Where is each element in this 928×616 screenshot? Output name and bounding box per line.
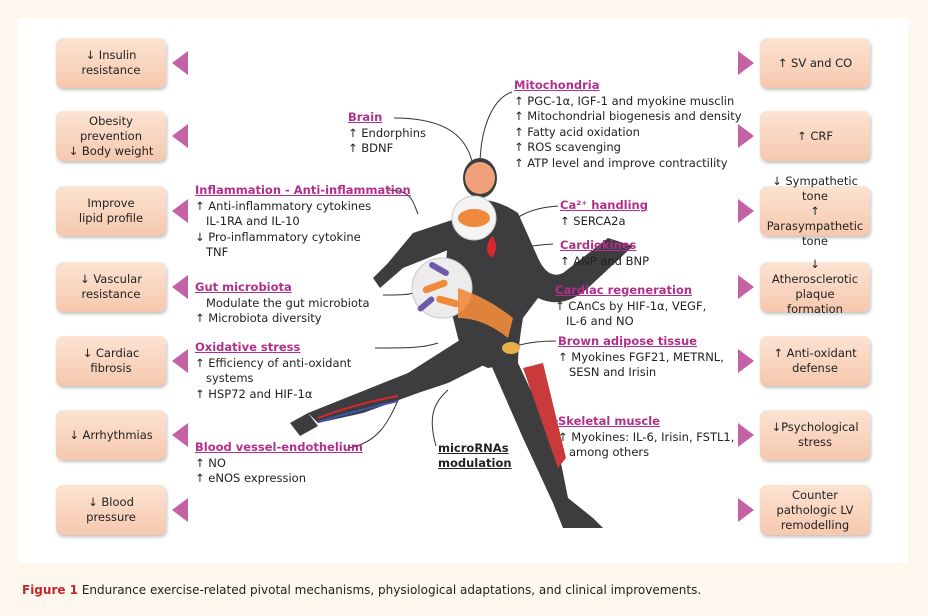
section-title: Cardiokines — [560, 238, 637, 252]
left-arrow-icon — [172, 124, 188, 148]
right-box-atherosclerotic-plaque: ↓ Atherosclerotic plaque formation — [760, 257, 870, 316]
left-box-cardiac-fibrosis: ↓ Cardiac fibrosis — [56, 336, 166, 386]
section-mitochondria: Mitochondria ↑ PGC-1α, IGF-1 and myokine… — [514, 78, 742, 170]
blood-vessel-blue — [317, 400, 399, 423]
section-brain: Brain ↑ Endorphins ↑ BDNF — [348, 110, 426, 155]
connector-vessel — [347, 395, 401, 449]
section-cardiokines: Cardiokines ↑ ANP and BNP — [560, 238, 650, 268]
left-box-insulin-resistance: ↓ Insulin resistance — [56, 38, 166, 88]
right-box-crf: ↑ CRF — [760, 111, 870, 161]
right-arrow-icon — [738, 124, 754, 148]
section-calcium-handling: Ca²⁺ handling ↑ SERCA2a — [560, 198, 648, 228]
section-title: Inflammation - Anti-inflammation — [195, 183, 411, 197]
mitochondrion-shape — [458, 209, 490, 227]
figure-caption: Figure 1 Endurance exercise-related pivo… — [22, 583, 701, 597]
section-inflammation: Inflammation - Anti-inflammation ↑ Anti-… — [195, 183, 411, 259]
brain-highlight — [465, 162, 495, 194]
right-box-sv-co: ↑ SV and CO — [760, 38, 870, 88]
connector-inflammation — [387, 189, 419, 215]
section-title: Brain — [348, 110, 383, 124]
right-arrow-icon — [738, 349, 754, 373]
connector-mitochondria — [479, 91, 513, 167]
section-title: Mitochondria — [514, 78, 600, 92]
connector-mirna — [431, 389, 449, 447]
bacteria-purple — [417, 262, 449, 312]
left-box-obesity-prevention: Obesity prevention ↓ Body weight — [56, 111, 166, 161]
left-arrow-icon — [172, 349, 188, 373]
section-title: Ca²⁺ handling — [560, 198, 648, 212]
right-box-psychological-stress: ↓Psychological stress — [760, 410, 870, 460]
left-arrow-icon — [172, 51, 188, 75]
left-box-arrhythmias: ↓ Arrhythmias — [56, 410, 166, 460]
right-arrow-icon — [738, 275, 754, 299]
heart-highlight — [487, 236, 496, 258]
section-oxidative-stress: Oxidative stress ↑ Efficiency of anti-ox… — [195, 340, 352, 401]
section-title: Gut microbiota — [195, 280, 292, 294]
left-box-lipid-profile: Improve lipid profile — [56, 186, 166, 236]
connector-brain — [393, 117, 474, 167]
right-arrow-icon — [738, 423, 754, 447]
left-box-blood-pressure: ↓ Blood pressure — [56, 485, 166, 535]
section-title: Cardiac regeneration — [555, 283, 693, 297]
section-blood-vessel: Blood vessel-endothelium ↑ NO ↑ eNOS exp… — [195, 440, 363, 485]
runner-illustration — [290, 91, 633, 528]
left-arrow-icon — [172, 498, 188, 522]
left-box-vascular-resistance: ↓ Vascular resistance — [56, 262, 166, 312]
section-cardiac-regeneration: Cardiac regeneration ↑ CAnCs by HIF-1α, … — [555, 283, 707, 328]
right-box-autonomic-tone: ↓ Sympathetic tone ↑ Parasympathetic ton… — [760, 174, 870, 248]
section-skeletal-muscle: Skeletal muscle ↑ Myokines: IL-6, Irisin… — [558, 414, 735, 459]
organ-highlights — [317, 162, 566, 468]
left-arrow-icon — [172, 199, 188, 223]
intestine-highlight — [458, 288, 513, 338]
figure-panel: ↓ Insulin resistance Obesity prevention … — [18, 18, 908, 563]
left-arrow-icon — [172, 423, 188, 447]
right-box-anti-oxidant: ↑ Anti-oxidant defense — [760, 336, 870, 386]
blood-vessel-red — [317, 395, 399, 419]
bacteria-shapes — [422, 279, 460, 308]
skeletal-muscle-highlight — [523, 363, 566, 468]
right-box-lv-remodelling: Counter pathologic LV remodelling — [760, 485, 870, 535]
mirna-label: microRNAs modulation — [438, 441, 512, 470]
connector-oxidative — [374, 342, 439, 349]
section-title: Brown adipose tissue — [558, 334, 697, 348]
right-arrow-icon — [738, 498, 754, 522]
figure-label: Figure 1 — [22, 583, 79, 597]
right-arrow-icon — [738, 199, 754, 223]
section-gut-microbiota: Gut microbiota Modulate the gut microbio… — [195, 280, 370, 325]
left-arrow-icon — [172, 275, 188, 299]
section-title: Oxidative stress — [195, 340, 301, 354]
right-arrow-icon — [738, 51, 754, 75]
section-title: Skeletal muscle — [558, 414, 660, 428]
caption-text: Endurance exercise-related pivotal mecha… — [78, 583, 702, 597]
section-title: Blood vessel-endothelium — [195, 440, 363, 454]
section-brown-adipose: Brown adipose tissue ↑ Myokines FGF21, M… — [558, 334, 724, 379]
brown-adipose-highlight — [502, 342, 520, 354]
